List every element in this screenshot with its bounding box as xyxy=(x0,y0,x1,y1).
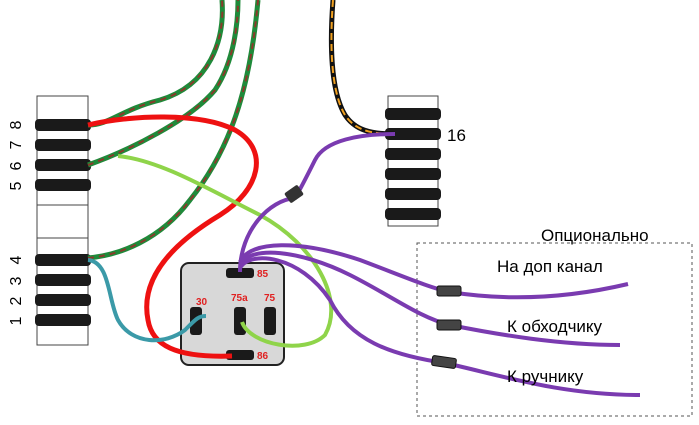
light-green-wire xyxy=(117,154,334,348)
pin-number-4: 4 xyxy=(8,255,25,264)
pin-3 xyxy=(35,274,91,286)
optional-box-title: Опционально xyxy=(541,226,649,245)
pin-number-7: 7 xyxy=(8,140,25,149)
pin-1 xyxy=(35,314,91,326)
pin-label-75: 75 xyxy=(264,293,276,304)
pin-4 xyxy=(35,254,91,266)
left-connector-lower xyxy=(35,237,91,346)
purple-wires xyxy=(238,132,641,397)
inline-connectors xyxy=(284,185,462,369)
pin-6 xyxy=(35,159,91,171)
pin-number-16: 16 xyxy=(447,126,466,145)
pin-number-1: 1 xyxy=(8,316,25,325)
optional-box xyxy=(416,242,693,417)
left-connector-upper xyxy=(35,95,91,239)
contact-85 xyxy=(226,268,254,278)
contact-75a xyxy=(234,307,246,335)
pin-number-5: 5 xyxy=(8,181,25,190)
teal-wire xyxy=(87,258,207,343)
relay: 85 30 75a 75 86 xyxy=(180,262,285,366)
pin-label-75a: 75a xyxy=(231,293,248,304)
pin-number-8: 8 xyxy=(8,120,25,129)
green-brown-wires xyxy=(87,0,261,261)
pin-label-30: 30 xyxy=(196,297,208,308)
pin-label-86: 86 xyxy=(257,351,269,362)
pin-number-3: 3 xyxy=(8,276,25,285)
pin-2 xyxy=(35,294,91,306)
contact-86 xyxy=(226,350,254,360)
right-connector xyxy=(385,95,441,227)
pin-8 xyxy=(35,119,91,131)
output-label-extra-channel: На доп канал xyxy=(497,257,603,276)
output-label-bypass: К обходчику xyxy=(507,317,603,336)
pin-16 xyxy=(385,128,441,140)
pin-number-2: 2 xyxy=(8,296,25,305)
pin-number-6: 6 xyxy=(8,161,25,170)
pin-label-85: 85 xyxy=(257,269,269,280)
contact-75 xyxy=(264,307,276,335)
pin-7 xyxy=(35,139,91,151)
black-orange-wire xyxy=(328,0,396,137)
pin-5 xyxy=(35,179,91,191)
red-wire xyxy=(87,114,259,359)
output-label-handbrake: К ручнику xyxy=(507,367,584,386)
